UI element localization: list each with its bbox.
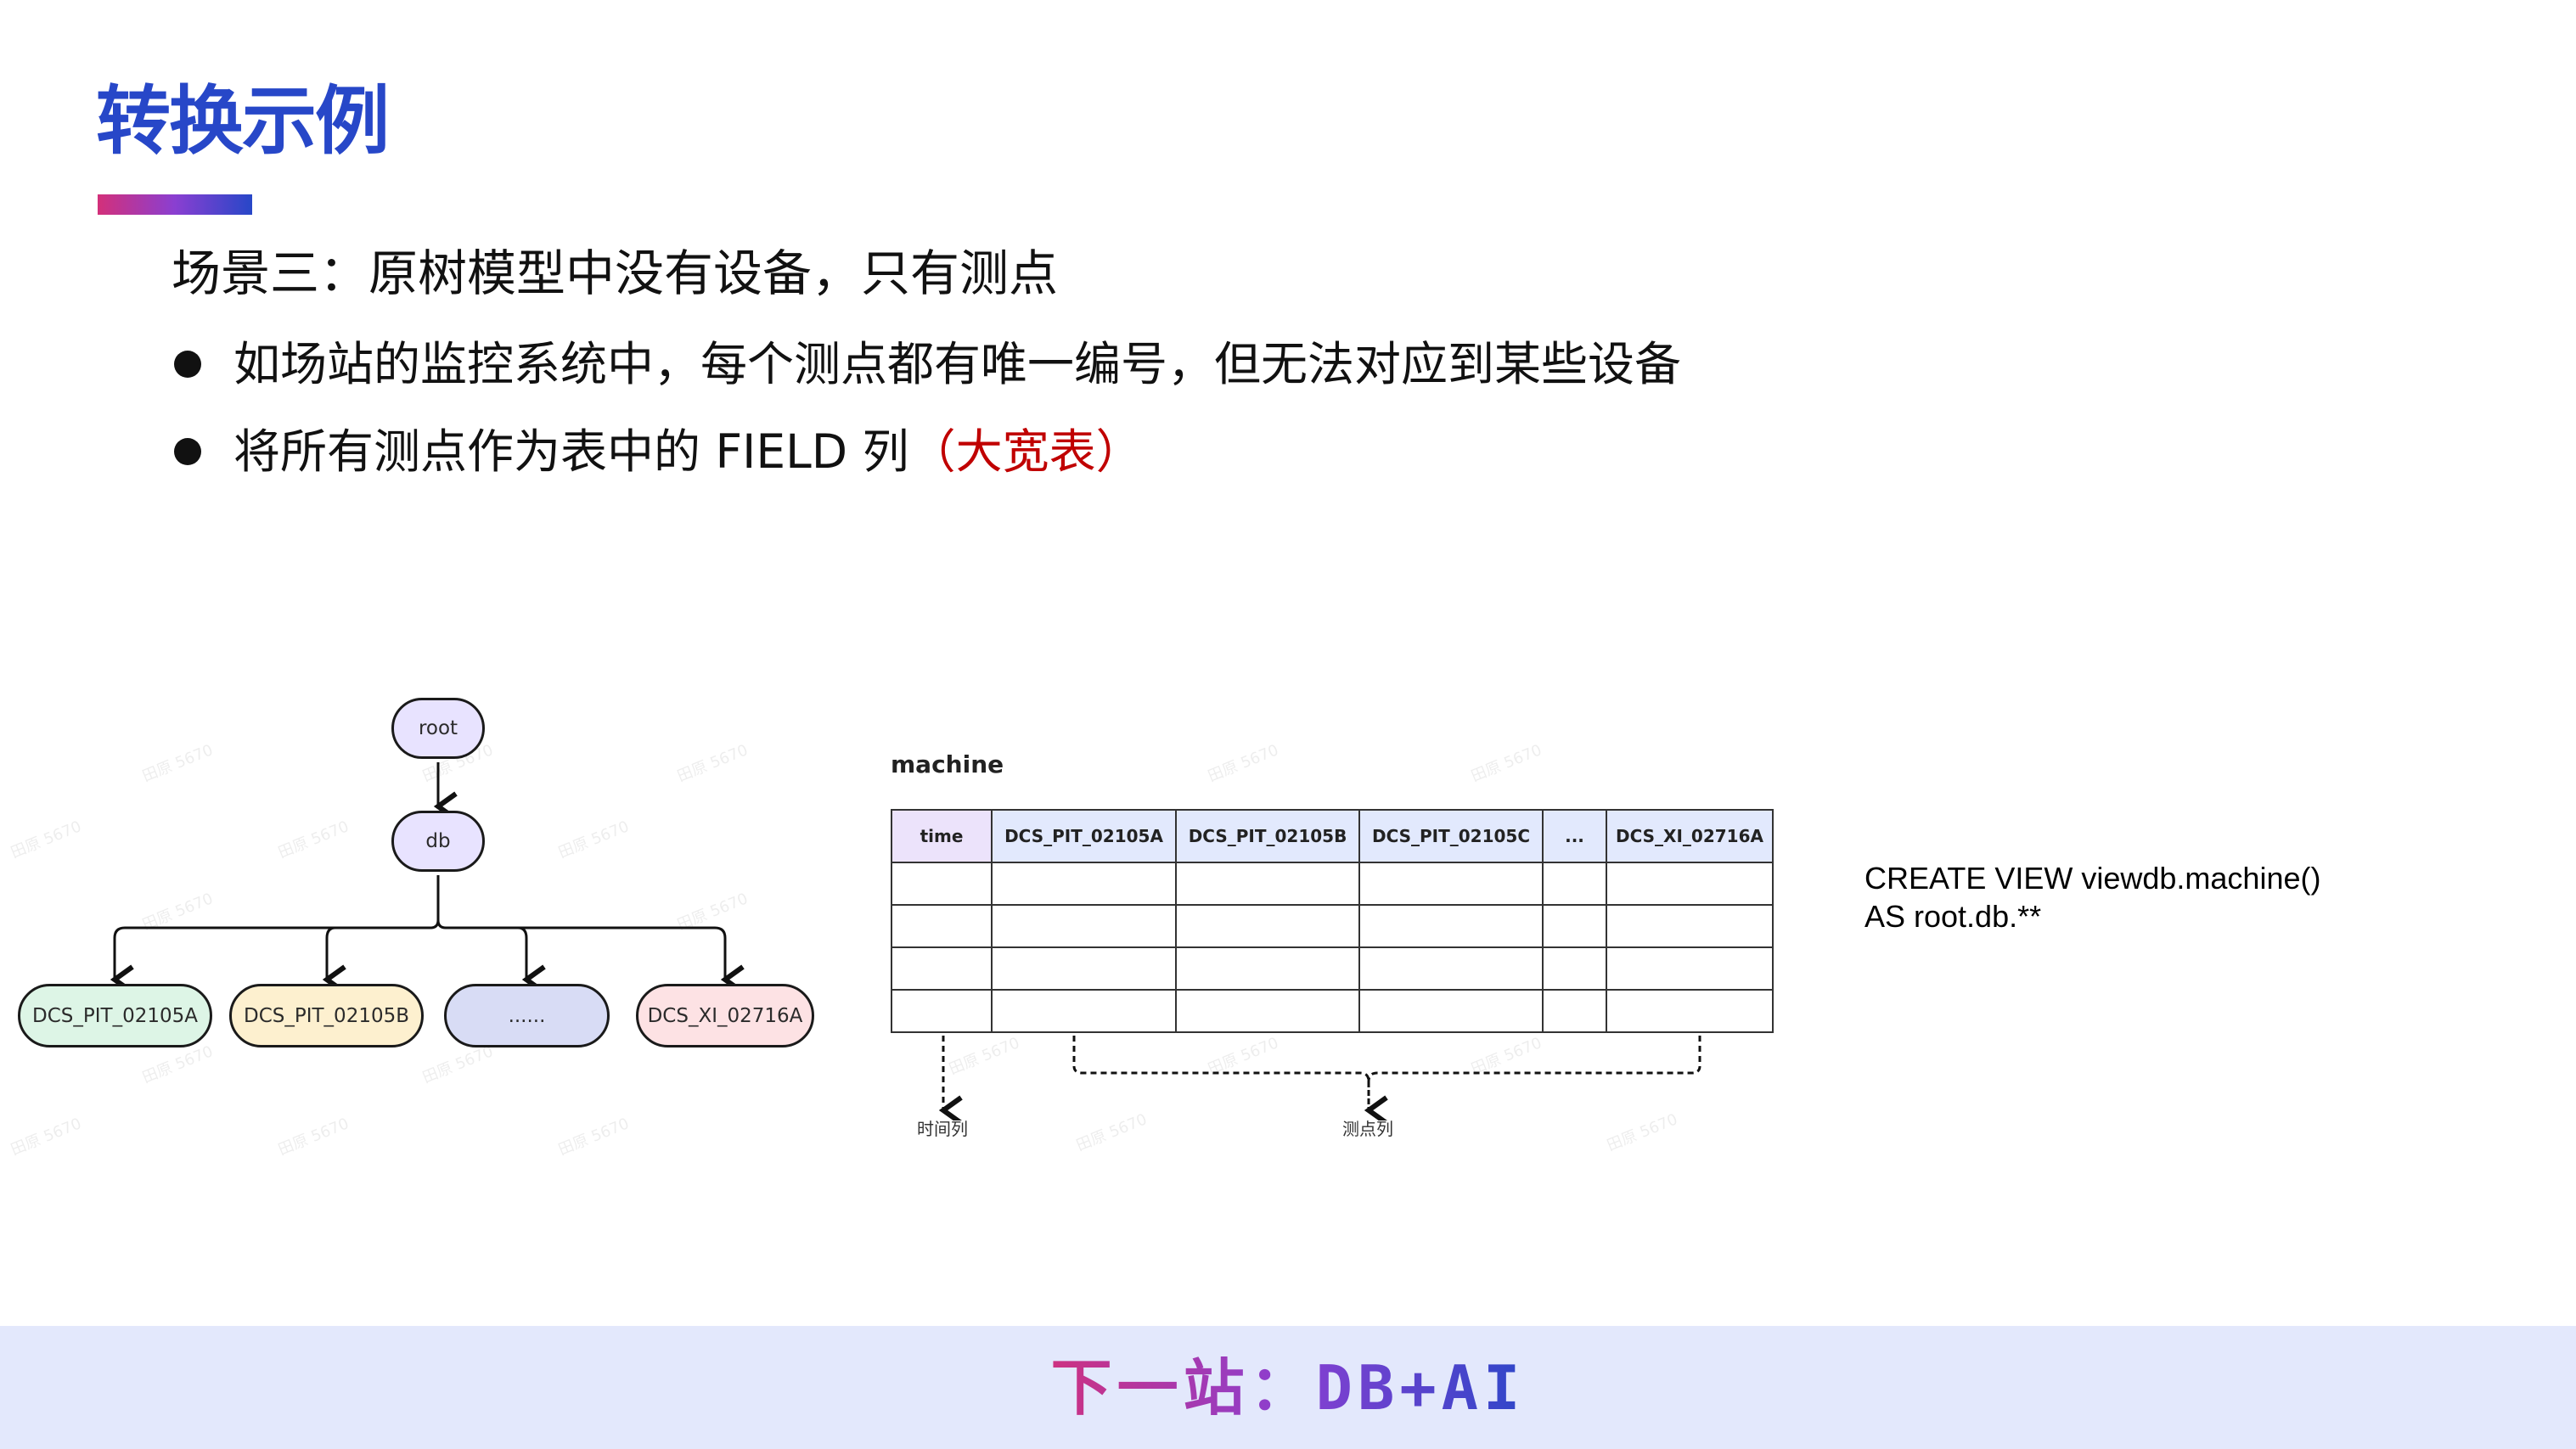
table-cell: [1175, 946, 1360, 991]
tree-leaf-measurement: DCS_PIT_02105A: [18, 984, 212, 1047]
tree-connectors: [110, 762, 745, 995]
table-cell: [991, 989, 1177, 1033]
column-header: DCS_XI_02716A: [1606, 809, 1774, 863]
bullet-item: 将所有测点作为表中的 FIELD 列（大宽表）: [174, 421, 1143, 482]
table-cell: [1358, 904, 1544, 948]
footer-slogan: 下一站：DB+AI: [0, 1350, 2576, 1426]
table-cell: [1175, 989, 1360, 1033]
table-cell: [1358, 989, 1544, 1033]
scenario-subtitle: 场景三：原树模型中没有设备，只有测点: [172, 244, 1059, 302]
table-cell: [891, 904, 993, 948]
column-header: DCS_PIT_02105C: [1358, 809, 1544, 863]
footer-banner: 下一站：DB+AI: [0, 1326, 2576, 1449]
watermark-text: 田原 5670: [275, 1115, 352, 1160]
bullet-item: 如场站的监控系统中，每个测点都有唯一编号，但无法对应到某些设备: [174, 334, 1681, 395]
watermark-text: 田原 5670: [555, 1115, 632, 1160]
bullet-text: 如场站的监控系统中，每个测点都有唯一编号，但无法对应到某些设备: [233, 337, 1682, 391]
watermark-text: 田原 5670: [1468, 741, 1544, 786]
table-cell: [1606, 989, 1774, 1033]
column-header-ellipsis: ...: [1542, 809, 1607, 863]
table-cell: [991, 904, 1177, 948]
tree-node-root: root: [391, 698, 485, 759]
table-name-label: machine: [891, 750, 1004, 778]
time-column-label: 时间列: [917, 1119, 968, 1139]
title-underline-gradient: [98, 194, 252, 215]
bullet-dot-icon: [174, 350, 201, 378]
table-header-row: time DCS_PIT_02105A DCS_PIT_02105B DCS_P…: [891, 809, 1774, 863]
table-cell: [1175, 862, 1360, 906]
measurement-columns-label: 测点列: [1342, 1119, 1393, 1139]
table-cell: [1542, 862, 1607, 906]
table-row: [891, 989, 1774, 1033]
tree-leaf-ellipsis: ......: [444, 984, 610, 1047]
bullet-text: 将所有测点作为表中的 FIELD 列: [233, 424, 909, 479]
table-cell: [1542, 989, 1607, 1033]
tree-node-db: db: [391, 811, 485, 872]
table-cell: [1542, 904, 1607, 948]
column-header: DCS_PIT_02105A: [991, 809, 1177, 863]
slide-title: 转换示例: [96, 77, 390, 165]
table-cell: [891, 862, 993, 906]
tree-leaf-measurement: DCS_XI_02716A: [636, 984, 814, 1047]
table-row: [891, 862, 1774, 906]
table-cell: [1542, 946, 1607, 991]
table-cell: [1175, 904, 1360, 948]
create-view-sql: CREATE VIEW viewdb.machine()AS root.db.*…: [1865, 859, 2320, 935]
table-cell: [891, 989, 993, 1033]
tree-leaf-measurement: DCS_PIT_02105B: [229, 984, 424, 1047]
table-cell: [991, 862, 1177, 906]
column-header-time: time: [891, 809, 993, 863]
bullet-dot-icon: [174, 437, 201, 465]
table-cell: [991, 946, 1177, 991]
wide-table: time DCS_PIT_02105A DCS_PIT_02105B DCS_P…: [891, 809, 1774, 1033]
sql-line: AS root.db.**: [1865, 899, 2042, 934]
sql-line: CREATE VIEW viewdb.machine(): [1865, 861, 2321, 896]
table-row: [891, 904, 1774, 948]
column-header: DCS_PIT_02105B: [1175, 809, 1360, 863]
table-cell: [1358, 862, 1544, 906]
table-cell: [1606, 946, 1774, 991]
table-cell: [1606, 904, 1774, 948]
table-cell: [891, 946, 993, 991]
table-cell: [1358, 946, 1544, 991]
column-annotation-arrows: [938, 1036, 1701, 1120]
wide-table-highlight: （大宽表）: [908, 424, 1143, 479]
watermark-text: 田原 5670: [1205, 741, 1281, 786]
table-cell: [1606, 862, 1774, 906]
watermark-text: 田原 5670: [8, 1115, 84, 1160]
table-row: [891, 946, 1774, 991]
